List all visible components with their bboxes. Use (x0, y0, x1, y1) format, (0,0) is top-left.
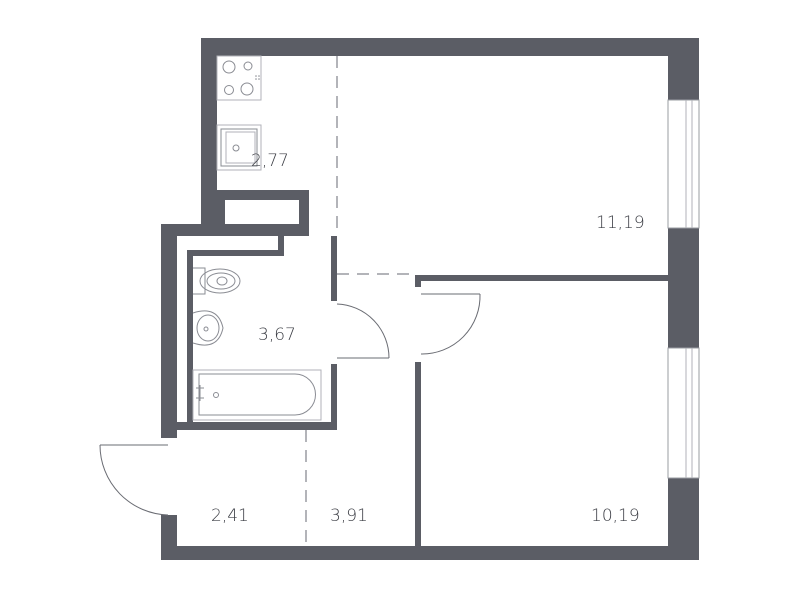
room-area-bathroom: 3,67 (258, 325, 296, 345)
room-area-kitchen: 2,77 (251, 151, 289, 171)
room-area-entrance-hall: 2,41 (211, 506, 249, 526)
door-icon[interactable] (99, 444, 169, 516)
toilet-icon (193, 267, 241, 295)
door-icon[interactable] (420, 293, 481, 355)
room-area-bedroom: 10,19 (591, 506, 640, 526)
washbasin-icon (192, 310, 224, 346)
room-area-living-room: 11,19 (596, 213, 645, 233)
stove-icon (216, 55, 262, 101)
window-icon (667, 99, 700, 229)
zone-dividers (305, 56, 415, 546)
room-area-corridor: 3,91 (330, 506, 368, 526)
walls (161, 38, 699, 560)
window-icon (667, 347, 700, 479)
bathtub-icon (192, 369, 322, 421)
sink-icon (216, 124, 262, 171)
door-icon[interactable] (336, 303, 390, 359)
